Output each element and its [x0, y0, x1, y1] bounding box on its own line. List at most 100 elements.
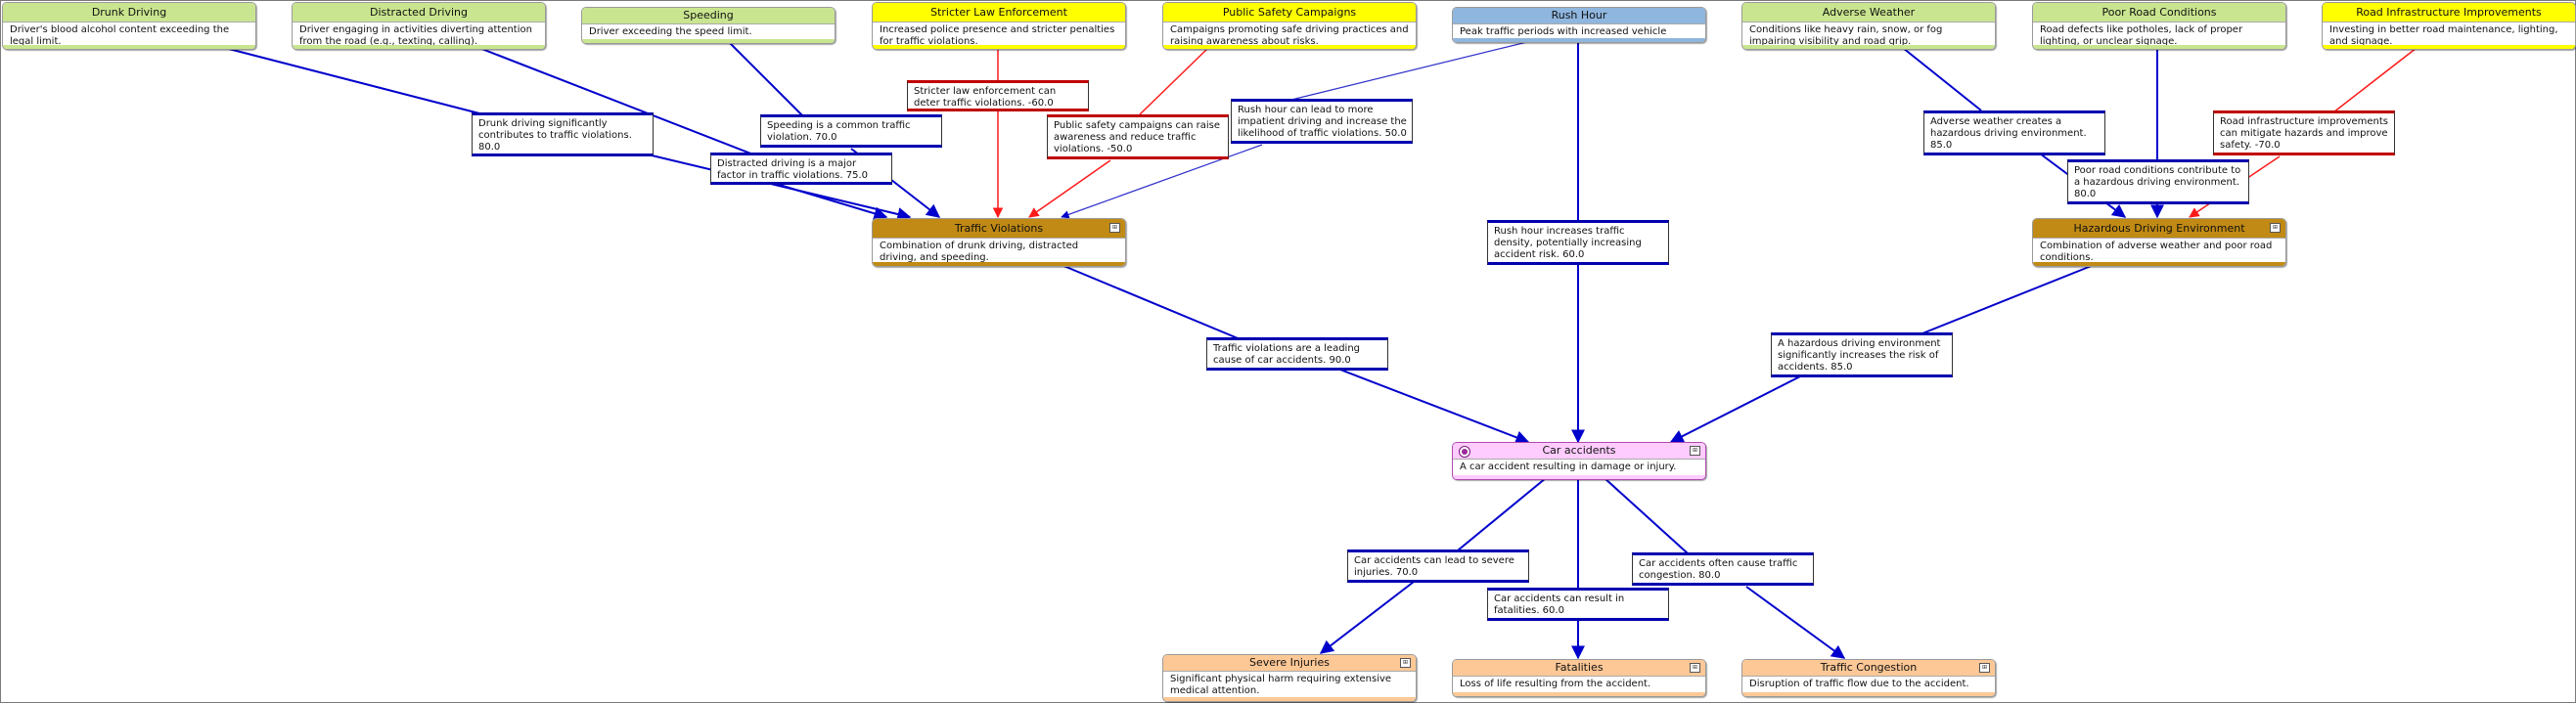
node-title-text: Severe Injuries: [1249, 656, 1330, 669]
node-title: Traffic Violations ⊞: [873, 219, 1125, 239]
node-description: Driver exceeding the speed limit.: [589, 26, 752, 37]
node-description: Investing in better road maintenance, li…: [2329, 24, 2558, 47]
edge-campaign-to-relation: [1139, 47, 1209, 115]
node-title: Road Infrastructure Improvements: [2323, 3, 2575, 22]
relation-hazardous-environment[interactable]: A hazardous driving environment signific…: [1771, 332, 1953, 377]
edge-infra-to-relation: [2332, 47, 2418, 113]
node-strip: [1453, 38, 1705, 42]
node-title: Speeding: [582, 8, 835, 24]
node-strip: [293, 45, 545, 49]
edge-distracted-to-relation: [478, 47, 754, 155]
node-strip: [1453, 475, 1705, 479]
node-description: Road defects like potholes, lack of prop…: [2040, 24, 2243, 47]
edge-speeding-to-relation: [728, 41, 803, 116]
node-title: Adverse Weather: [1742, 3, 1995, 22]
relation-speeding[interactable]: Speeding is a common traffic violation. …: [760, 114, 942, 148]
expand-icon[interactable]: ⊞: [1109, 223, 1120, 233]
node-title: Distracted Driving: [293, 3, 545, 22]
node-strip: [1163, 697, 1416, 701]
node-title: Drunk Driving: [3, 3, 255, 22]
node-strip: [873, 45, 1125, 49]
node-car-accidents[interactable]: Car accidents ⊞ A car accident resulting…: [1452, 442, 1706, 480]
node-stricter-law-enforcement[interactable]: Stricter Law Enforcement Increased polic…: [872, 2, 1126, 50]
node-public-safety-campaigns[interactable]: Public Safety Campaigns Campaigns promot…: [1162, 2, 1417, 50]
node-title: Car accidents ⊞: [1453, 443, 1705, 460]
edge-tv-to-relation: [1061, 264, 1243, 341]
node-title: Public Safety Campaigns: [1163, 3, 1416, 22]
node-title: Rush Hour: [1453, 8, 1705, 24]
node-strip: [2033, 45, 2285, 49]
edge-distracted-relation-to-tv: [762, 179, 888, 221]
relation-severe-injuries[interactable]: Car accidents can lead to severe injurie…: [1347, 549, 1529, 583]
node-description: Campaigns promoting safe driving practic…: [1170, 24, 1409, 47]
node-title: Severe Injuries ⊞: [1163, 655, 1416, 672]
node-description: Combination of adverse weather and poor …: [2040, 241, 2273, 263]
node-traffic-violations[interactable]: Traffic Violations ⊞ Combination of drun…: [872, 218, 1126, 267]
relation-traffic-violations[interactable]: Traffic violations are a leading cause o…: [1206, 337, 1388, 371]
edge-he-relation-to-ca: [1669, 375, 1801, 443]
edge-tv-relation-to-ca: [1339, 369, 1530, 445]
edge-rush-to-relation: [1290, 40, 1532, 101]
edge-weather-to-relation: [1902, 47, 1982, 111]
node-title: Poor Road Conditions: [2033, 3, 2285, 22]
expand-icon[interactable]: ⊞: [1690, 663, 1700, 673]
node-strip: [1742, 45, 1995, 49]
node-description: A car accident resulting in damage or in…: [1460, 461, 1677, 472]
node-description: Driver engaging in activities diverting …: [299, 24, 532, 47]
node-strip: [1163, 45, 1416, 49]
edge-drunk-relation-to-tv: [647, 154, 912, 221]
target-icon: [1459, 446, 1470, 458]
relation-distracted-driving[interactable]: Distracted driving is a major factor in …: [710, 153, 892, 185]
edge-ca-to-relation-tc: [1604, 477, 1689, 554]
expand-icon[interactable]: ⊞: [1690, 446, 1700, 456]
node-strip: [3, 45, 255, 49]
node-traffic-congestion[interactable]: Traffic Congestion ⊞ Disruption of traff…: [1741, 659, 1996, 697]
node-title-text: Hazardous Driving Environment: [2073, 222, 2245, 235]
node-strip: [2033, 262, 2285, 266]
node-speeding[interactable]: Speeding Driver exceeding the speed limi…: [581, 7, 836, 44]
relation-stricter-law[interactable]: Stricter law enforcement can deter traff…: [907, 80, 1089, 111]
edge-ca-relation-to-tc: [1745, 586, 1846, 659]
node-fatalities[interactable]: Fatalities ⊞ Loss of life resulting from…: [1452, 659, 1706, 697]
node-hazardous-driving-environment[interactable]: Hazardous Driving Environment ⊞ Combinat…: [2032, 218, 2286, 267]
relation-rush-hour-ca[interactable]: Rush hour increases traffic density, pot…: [1487, 220, 1669, 265]
edge-campaign-relation-to-tv: [1028, 159, 1111, 218]
edge-he-to-relation: [1917, 264, 2095, 336]
node-strip: [2323, 45, 2575, 49]
node-drunk-driving[interactable]: Drunk Driving Driver's blood alcohol con…: [2, 2, 256, 50]
node-description: Loss of life resulting from the accident…: [1460, 679, 1651, 689]
node-title: Traffic Congestion ⊞: [1742, 660, 1995, 677]
expand-icon[interactable]: ⊞: [2270, 223, 2281, 233]
node-strip: [873, 262, 1125, 266]
edge-ca-relation-to-si: [1319, 581, 1415, 654]
node-strip: [582, 39, 835, 43]
node-description: Driver's blood alcohol content exceeding…: [10, 24, 230, 47]
node-title: Fatalities ⊞: [1453, 660, 1705, 677]
node-title: Hazardous Driving Environment ⊞: [2033, 219, 2285, 239]
expand-icon[interactable]: ⊞: [1400, 658, 1411, 668]
node-adverse-weather[interactable]: Adverse Weather Conditions like heavy ra…: [1741, 2, 1996, 50]
relation-road-infrastructure[interactable]: Road infrastructure improvements can mit…: [2213, 110, 2395, 155]
node-title-text: Car accidents: [1542, 444, 1616, 457]
edge-ca-to-relation-si: [1457, 477, 1547, 551]
node-strip: [1742, 692, 1995, 696]
node-rush-hour[interactable]: Rush Hour Peak traffic periods with incr…: [1452, 7, 1706, 43]
node-distracted-driving[interactable]: Distracted Driving Driver engaging in ac…: [292, 2, 546, 50]
node-title-text: Traffic Congestion: [1820, 661, 1918, 674]
node-description: Significant physical harm requiring exte…: [1170, 674, 1392, 696]
relation-adverse-weather[interactable]: Adverse weather creates a hazardous driv…: [1923, 110, 2105, 155]
node-road-infrastructure-improvements[interactable]: Road Infrastructure Improvements Investi…: [2322, 2, 2576, 50]
relation-fatalities[interactable]: Car accidents can result in fatalities. …: [1487, 588, 1669, 621]
relation-poor-road[interactable]: Poor road conditions contribute to a haz…: [2067, 159, 2249, 204]
expand-icon[interactable]: ⊞: [1979, 663, 1990, 673]
relation-public-safety[interactable]: Public safety campaigns can raise awaren…: [1047, 114, 1229, 159]
node-title: Stricter Law Enforcement: [873, 3, 1125, 22]
relation-drunk-driving[interactable]: Drunk driving significantly contributes …: [472, 112, 654, 156]
relation-traffic-congestion[interactable]: Car accidents often cause traffic conges…: [1632, 552, 1814, 586]
edge-drunk-to-relation: [224, 47, 480, 114]
node-poor-road-conditions[interactable]: Poor Road Conditions Road defects like p…: [2032, 2, 2286, 50]
node-description: Combination of drunk driving, distracted…: [880, 241, 1079, 263]
relation-rush-hour-tv[interactable]: Rush hour can lead to more impatient dri…: [1231, 99, 1413, 144]
node-severe-injuries[interactable]: Severe Injuries ⊞ Significant physical h…: [1162, 654, 1417, 702]
node-strip: [1453, 692, 1705, 696]
